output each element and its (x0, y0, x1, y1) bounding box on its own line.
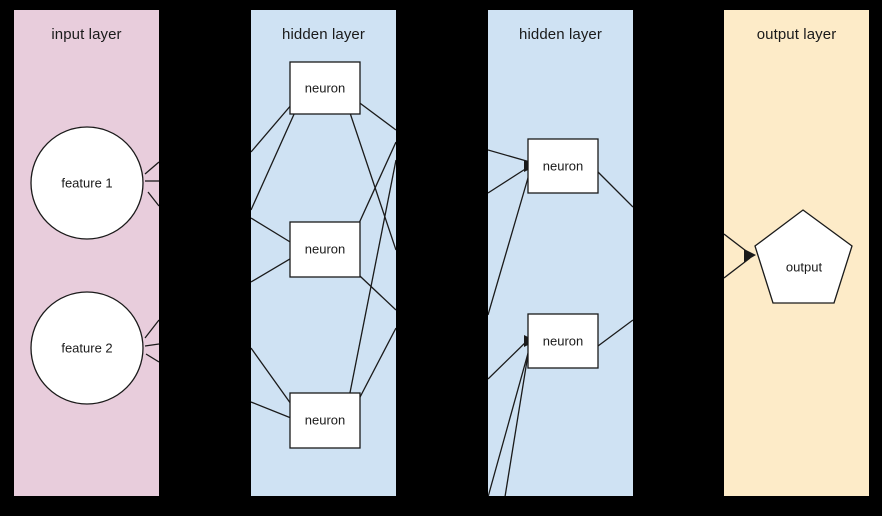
node-neuron-h1-2[interactable]: neuron (289, 221, 361, 278)
node-neuron-h2-2[interactable]: neuron (527, 313, 599, 369)
nodes-output-layer: output (754, 209, 853, 304)
edges-input-layer (144, 161, 159, 363)
node-label: feature 2 (61, 340, 112, 355)
nodes-hidden-layer-2: neuron neuron (527, 138, 599, 369)
node-label: output (786, 259, 823, 274)
node-neuron-h2-1[interactable]: neuron (527, 138, 599, 194)
layer-title-input: input layer (51, 26, 122, 43)
node-label: feature 1 (61, 175, 112, 190)
node-label: neuron (543, 333, 583, 348)
node-label: neuron (543, 158, 583, 173)
node-label: neuron (305, 412, 345, 427)
node-neuron-h1-3[interactable]: neuron (289, 392, 361, 449)
layer-title-hidden-2: hidden layer (519, 26, 602, 43)
layer-panel-input[interactable]: input layer feature 1 feature 2 (14, 10, 159, 496)
layer-title-hidden-1: hidden layer (282, 26, 365, 43)
layer-title-output: output layer (756, 26, 837, 43)
node-neuron-h1-1[interactable]: neuron (289, 61, 361, 115)
edges-output-layer (724, 233, 756, 279)
node-label: neuron (305, 241, 345, 256)
nodes-hidden-layer-1: neuron neuron neuron (289, 61, 361, 449)
node-feature-2[interactable]: feature 2 (30, 291, 144, 405)
nodes-input-layer: feature 1 feature 2 (30, 126, 144, 405)
node-label: neuron (305, 80, 345, 95)
layer-panel-output[interactable]: output layer output (724, 10, 869, 496)
layer-panel-hidden-2[interactable]: hidden layer (488, 10, 633, 496)
node-feature-1[interactable]: feature 1 (30, 126, 144, 240)
layer-panel-hidden-1[interactable]: hidden layer (251, 10, 396, 496)
node-output[interactable]: output (754, 209, 853, 304)
